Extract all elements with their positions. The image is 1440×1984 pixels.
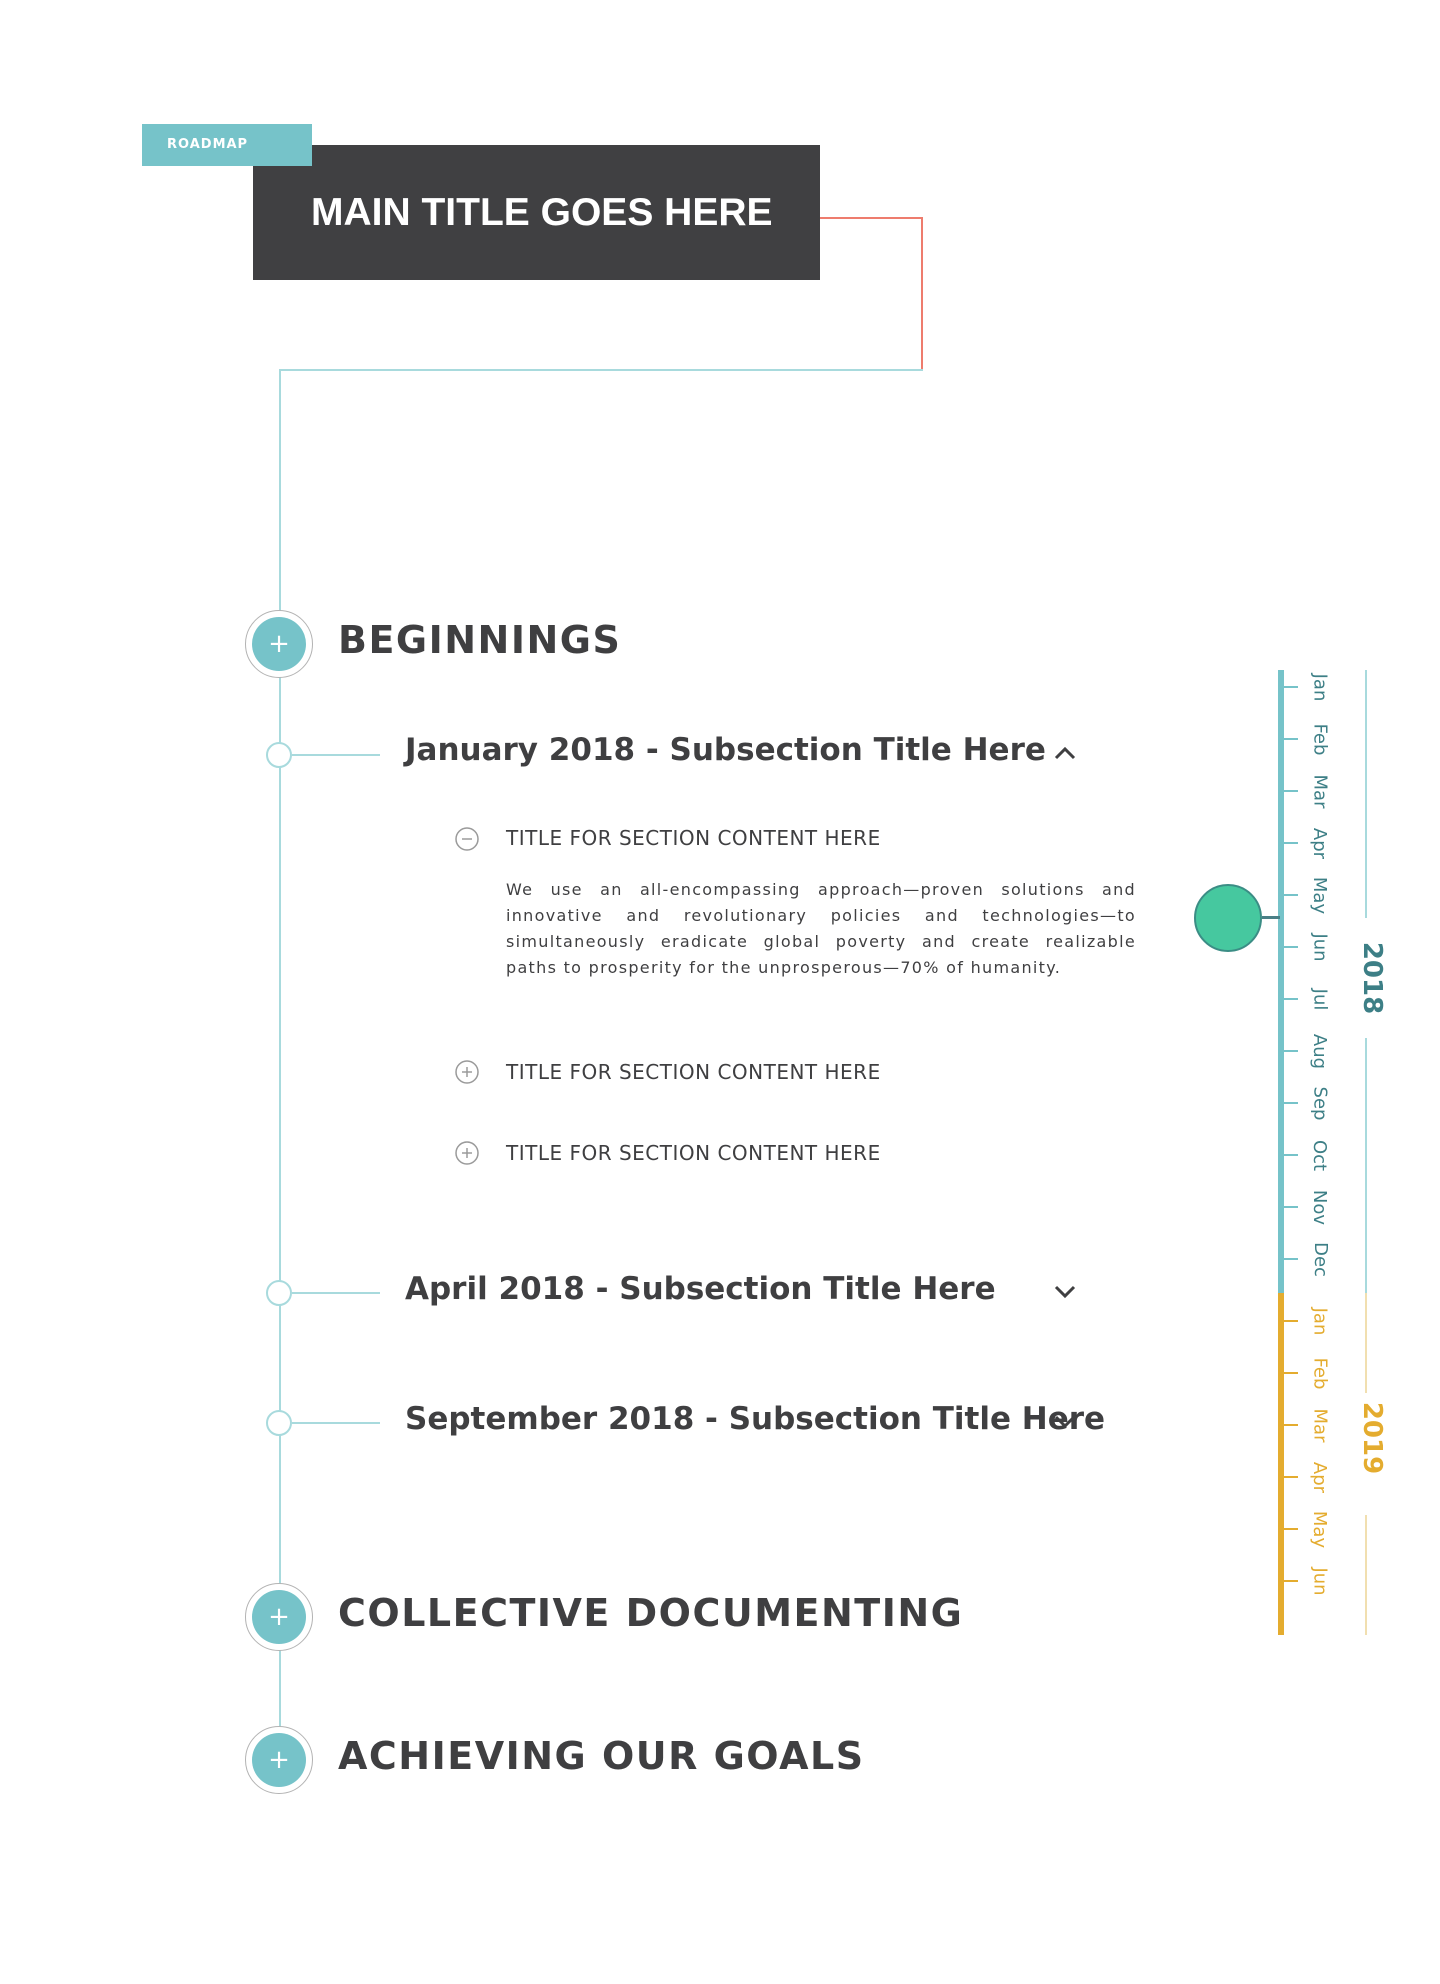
content-item-title[interactable]: TITLE FOR SECTION CONTENT HERE: [506, 1060, 881, 1084]
chevron-down-icon[interactable]: [1052, 1411, 1078, 1433]
month-label[interactable]: Jan: [1309, 673, 1331, 701]
month-tick: [1284, 1258, 1298, 1260]
month-tick: [1284, 1102, 1298, 1104]
subsection-title-september[interactable]: September 2018 - Subsection Title Here: [405, 1401, 1106, 1437]
section-toggle-collective-documenting[interactable]: +: [245, 1583, 313, 1651]
month-tick: [1284, 1154, 1298, 1156]
month-label[interactable]: Jan: [1309, 1307, 1331, 1335]
timeline-bar-2018: [1278, 670, 1284, 1293]
subsection-dot[interactable]: [266, 1280, 292, 1306]
month-tick: [1284, 686, 1298, 688]
plus-icon: +: [252, 1590, 306, 1644]
subsection-dot[interactable]: [266, 1410, 292, 1436]
year-label-2019: 2019: [1357, 1401, 1387, 1475]
month-label[interactable]: Oct: [1309, 1139, 1331, 1171]
year-range-line: [1365, 1038, 1367, 1293]
subsection-connector: [292, 754, 380, 756]
month-label[interactable]: Jul: [1309, 988, 1331, 1010]
subsection-connector: [292, 1292, 380, 1294]
subsection-title-january[interactable]: January 2018 - Subsection Title Here: [405, 732, 1046, 768]
chevron-down-icon[interactable]: [1052, 1281, 1078, 1303]
month-label[interactable]: Apr: [1309, 827, 1331, 859]
content-item-body: We use an all-encompassing approach—prov…: [506, 880, 1136, 977]
month-label[interactable]: May: [1309, 1510, 1331, 1548]
month-label[interactable]: Mar: [1309, 1408, 1331, 1442]
month-label[interactable]: Mar: [1309, 774, 1331, 808]
connector-line: [279, 369, 923, 371]
month-tick: [1284, 738, 1298, 740]
month-label[interactable]: Feb: [1309, 1357, 1331, 1389]
main-title: MAIN TITLE GOES HERE: [253, 145, 820, 280]
main-timeline-line: [279, 369, 281, 1767]
month-tick: [1284, 946, 1298, 948]
month-label[interactable]: Sep: [1309, 1086, 1331, 1120]
month-label[interactable]: Nov: [1309, 1189, 1331, 1225]
connector-line: [921, 217, 923, 370]
month-tick: [1284, 1320, 1298, 1322]
month-tick: [1284, 894, 1298, 896]
month-tick: [1284, 1580, 1298, 1582]
chevron-up-icon[interactable]: [1052, 742, 1078, 764]
month-tick: [1284, 790, 1298, 792]
month-tick: [1284, 1372, 1298, 1374]
month-label[interactable]: Aug: [1309, 1033, 1331, 1069]
subsection-connector: [292, 1422, 380, 1424]
plus-circle-icon[interactable]: [454, 1140, 480, 1166]
month-tick: [1284, 1476, 1298, 1478]
month-label[interactable]: Feb: [1309, 723, 1331, 755]
section-toggle-achieving-our-goals[interactable]: +: [245, 1726, 313, 1794]
section-title-collective-documenting[interactable]: COLLECTIVE DOCUMENTING: [338, 1591, 964, 1635]
month-tick: [1284, 998, 1298, 1000]
year-range-line: [1365, 1515, 1367, 1635]
month-tick: [1284, 1050, 1298, 1052]
section-toggle-beginnings[interactable]: +: [245, 610, 313, 678]
plus-icon: +: [252, 617, 306, 671]
content-item-title[interactable]: TITLE FOR SECTION CONTENT HERE: [506, 826, 881, 850]
month-tick: [1284, 1528, 1298, 1530]
section-title-achieving-our-goals[interactable]: ACHIEVING OUR GOALS: [338, 1734, 865, 1778]
month-tick: [1284, 1206, 1298, 1208]
connector-line: [820, 217, 923, 219]
month-tick: [1284, 842, 1298, 844]
section-title-beginnings[interactable]: BEGINNINGS: [338, 618, 622, 662]
timeline-current-indicator[interactable]: [1194, 884, 1262, 952]
year-range-line: [1365, 670, 1367, 918]
timeline-indicator-connector: [1262, 916, 1280, 919]
month-label[interactable]: May: [1309, 876, 1331, 914]
month-label[interactable]: Apr: [1309, 1461, 1331, 1493]
plus-circle-icon[interactable]: [454, 1059, 480, 1085]
minus-circle-icon[interactable]: [454, 826, 480, 852]
roadmap-tag: ROADMAP: [142, 124, 312, 166]
subsection-title-april[interactable]: April 2018 - Subsection Title Here: [405, 1271, 996, 1307]
plus-icon: +: [252, 1733, 306, 1787]
timeline-bar-2019: [1278, 1293, 1284, 1635]
month-label[interactable]: Jun: [1309, 932, 1331, 962]
content-item-title[interactable]: TITLE FOR SECTION CONTENT HERE: [506, 1141, 881, 1165]
month-label[interactable]: Jun: [1309, 1566, 1331, 1596]
year-range-line: [1365, 1293, 1367, 1393]
subsection-dot[interactable]: [266, 742, 292, 768]
month-label[interactable]: Dec: [1309, 1241, 1331, 1277]
month-tick: [1284, 1424, 1298, 1426]
year-label-2018: 2018: [1357, 941, 1387, 1015]
